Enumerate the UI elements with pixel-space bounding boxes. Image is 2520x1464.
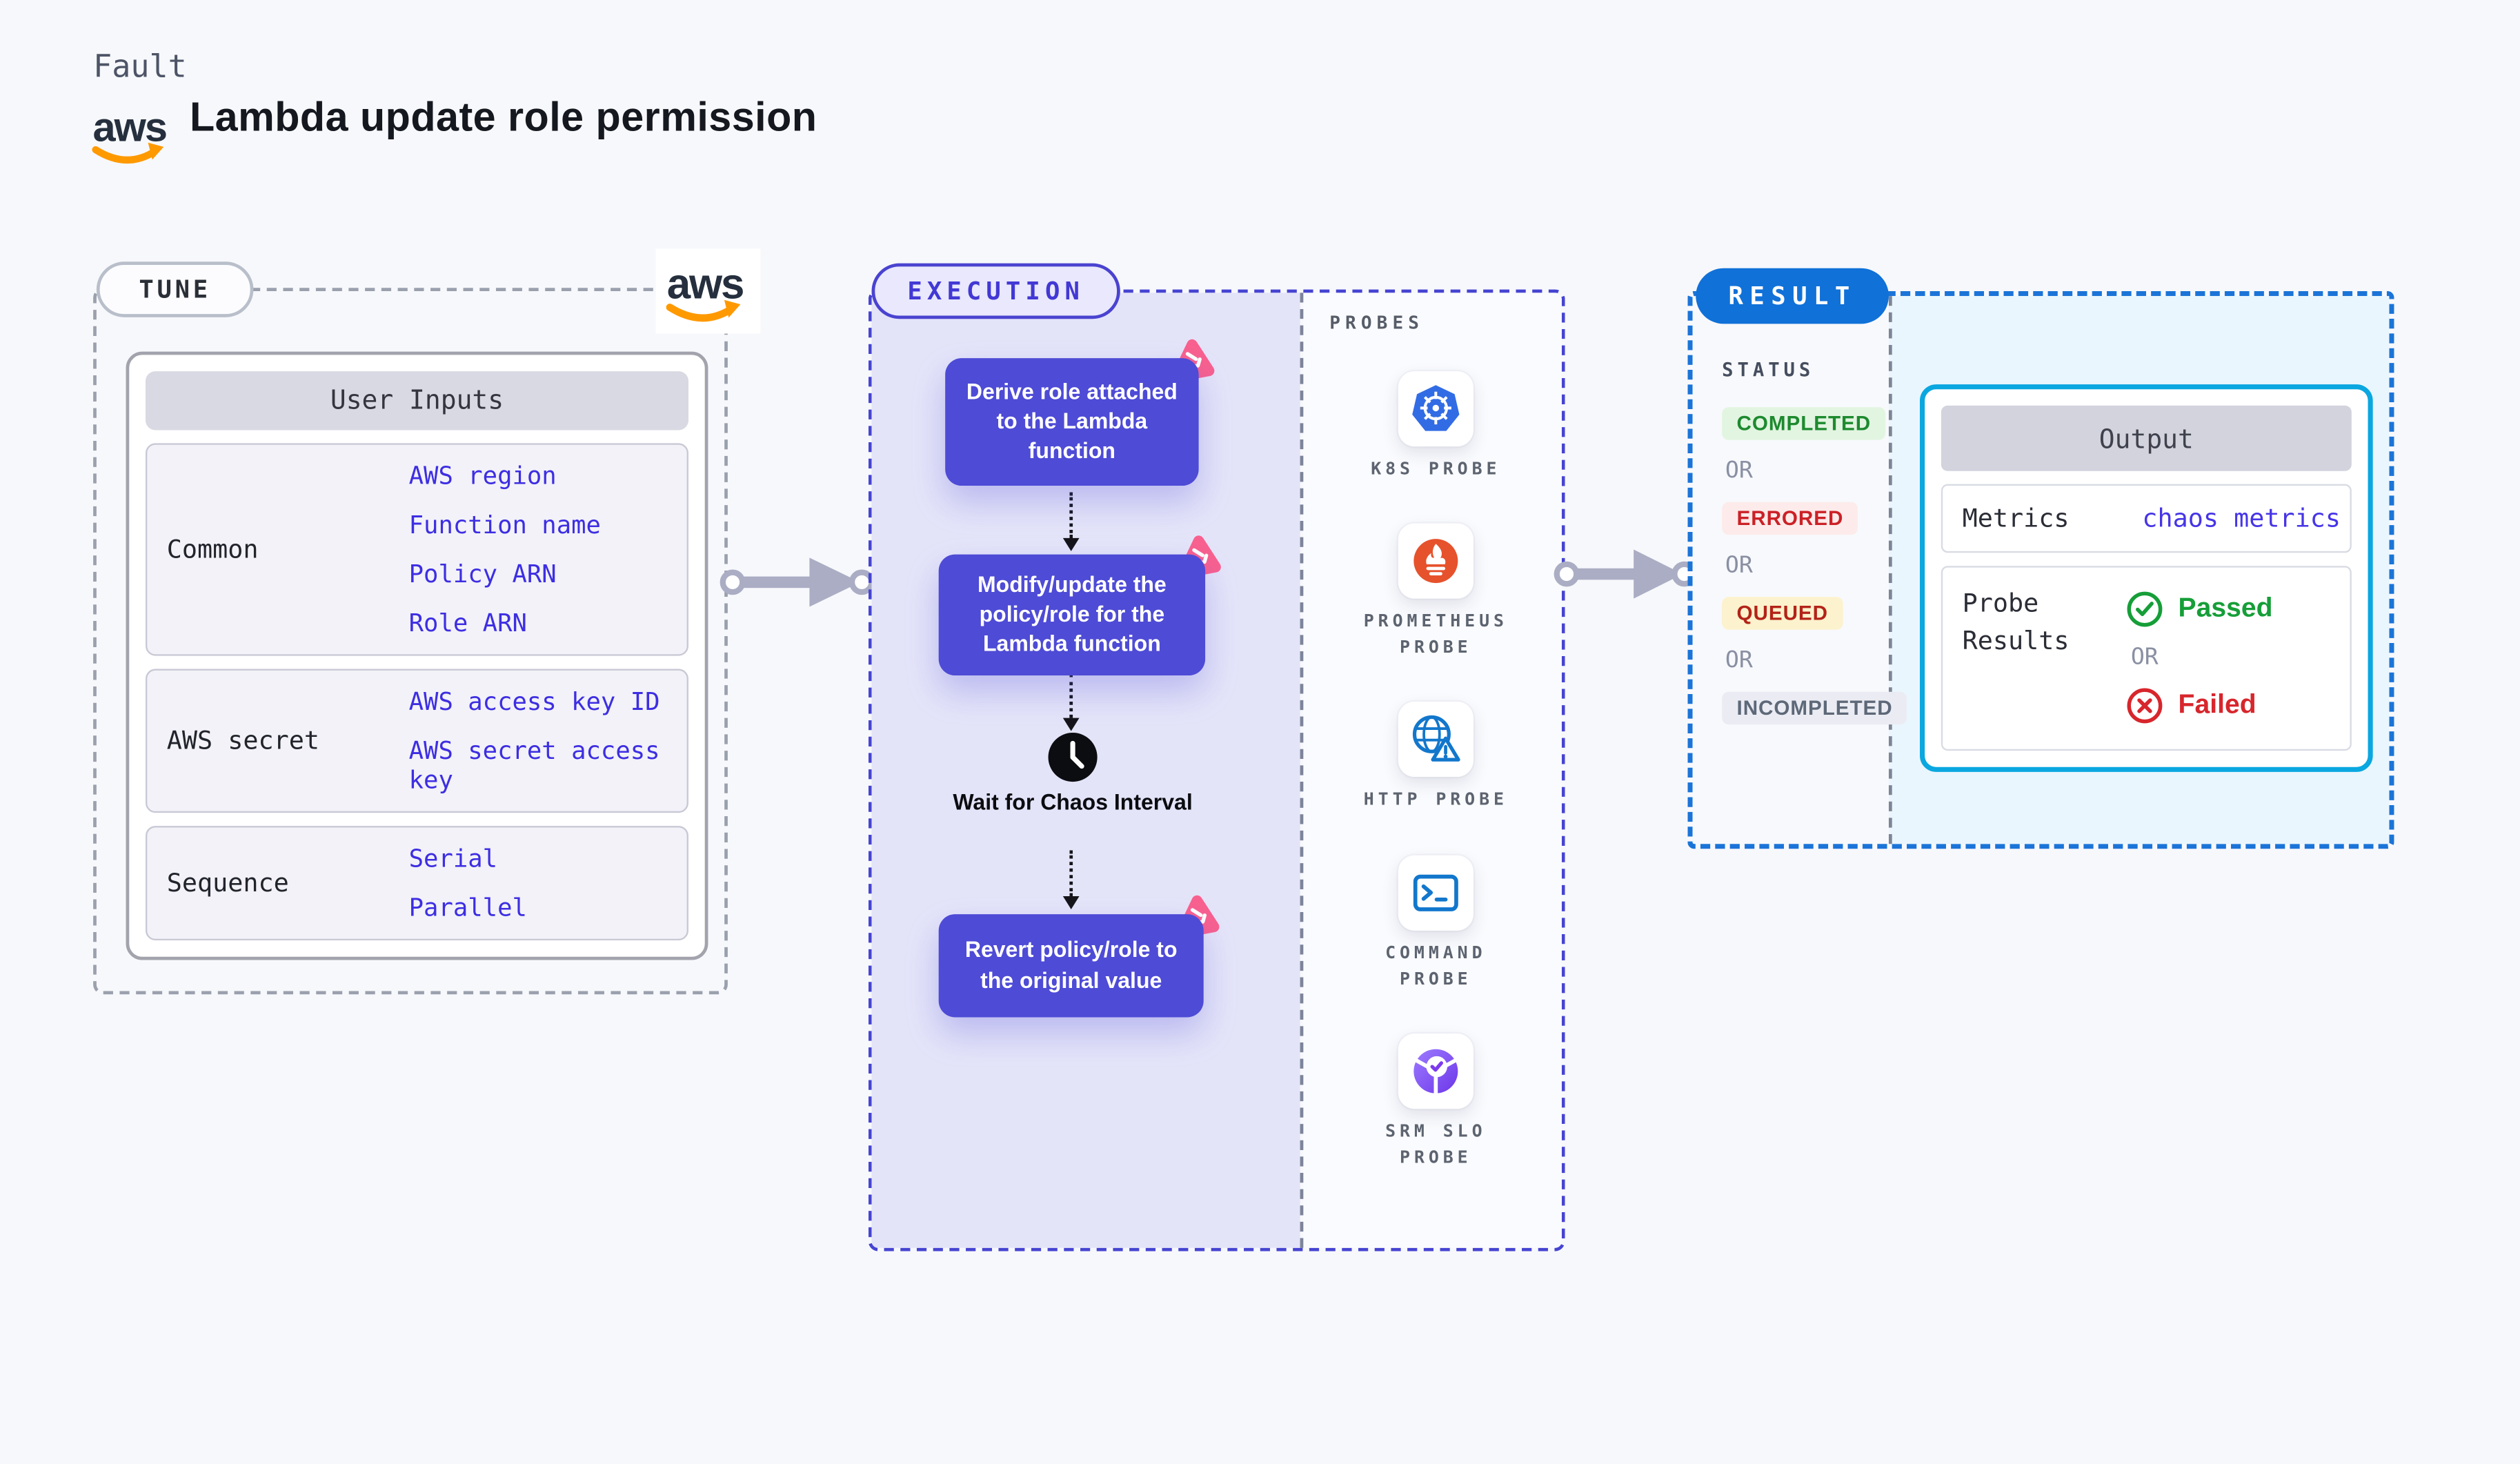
probe-results-label: Probe Results	[1962, 588, 2070, 657]
failed-result: Failed	[2126, 687, 2273, 725]
or-separator: OR	[1725, 457, 1753, 484]
http-globe-warning-icon	[1398, 701, 1474, 778]
tune-panel: TUNE aws User Inputs Common AWS region F…	[93, 248, 761, 995]
clock-icon	[1046, 731, 1099, 792]
probe-item: COMMAND PROBE	[1354, 855, 1518, 993]
table-row: Common AWS region Function name Policy A…	[145, 443, 688, 656]
probe-label: PROMETHEUS PROBE	[1363, 611, 1508, 657]
connector-line	[1069, 850, 1073, 897]
step-label: Modify/update the policy/role for the La…	[938, 554, 1206, 676]
input-link[interactable]: Policy ARN	[408, 559, 557, 589]
step-label: Derive role attached to the Lambda funct…	[945, 358, 1199, 486]
x-circle-icon	[2127, 688, 2163, 724]
connector-line	[1069, 492, 1073, 538]
metrics-row: Metrics chaos metrics	[1941, 484, 2352, 553]
probe-item: SRM SLO PROBE	[1354, 1033, 1518, 1171]
chaos-metrics-link[interactable]: chaos metrics	[2142, 504, 2341, 533]
arrow-down-icon	[1062, 537, 1080, 551]
input-link[interactable]: AWS region	[408, 461, 557, 491]
row-label: Sequence	[166, 868, 289, 898]
status-column: STATUS COMPLETED OR ERRORED OR QUEUED OR…	[1722, 358, 1907, 742]
input-link[interactable]: Role ARN	[408, 608, 527, 638]
probe-label: K8S PROBE	[1371, 459, 1501, 479]
check-circle-icon	[2127, 591, 2163, 627]
output-header: Output	[1941, 405, 2352, 471]
probe-item: PROMETHEUS PROBE	[1354, 523, 1518, 662]
result-panel: RESULT STATUS COMPLETED OR ERRORED OR QU…	[1687, 268, 2394, 849]
input-link[interactable]: Function name	[408, 510, 601, 540]
aws-wordmark: aws	[667, 261, 744, 308]
probe-results-row: Probe Results Passed OR	[1941, 566, 2352, 751]
flow-arrow-icon	[1554, 538, 1698, 618]
input-link[interactable]: AWS access key ID	[408, 686, 660, 717]
tune-badge: TUNE	[96, 261, 254, 317]
probe-label: COMMAND PROBE	[1385, 943, 1487, 989]
aws-logo-icon: aws	[90, 98, 175, 178]
wait-interval-label: Wait for Chaos Interval	[953, 789, 1193, 815]
probe-label: HTTP PROBE	[1363, 789, 1508, 810]
result-badge: RESULT	[1696, 268, 1889, 324]
metrics-label: Metrics	[1962, 504, 2070, 533]
aws-logo-icon: aws	[655, 248, 761, 334]
probe-item: K8S PROBE	[1354, 371, 1518, 484]
probes-title: PROBES	[1329, 312, 1425, 334]
step-node: Derive role attached to the Lambda funct…	[945, 339, 1215, 486]
fault-eyebrow: Fault	[93, 49, 187, 86]
output-card: Output Metrics chaos metrics Probe Resul…	[1920, 384, 2373, 772]
aws-wordmark: aws	[92, 104, 166, 150]
failed-label: Failed	[2178, 690, 2256, 720]
terminal-icon	[1398, 855, 1474, 931]
arrow-down-icon	[1062, 896, 1080, 910]
probe-label: SRM SLO PROBE	[1385, 1122, 1487, 1167]
connector-line	[1069, 673, 1073, 718]
row-label: AWS secret	[166, 726, 320, 756]
input-link[interactable]: Serial	[408, 844, 498, 873]
step-label: Revert policy/role to the original value	[938, 914, 1204, 1018]
arrow-down-icon	[1062, 718, 1080, 731]
passed-label: Passed	[2178, 593, 2273, 624]
table-row: Sequence Serial Parallel	[145, 826, 688, 941]
status-badge-incompleted: INCOMPLETED	[1722, 691, 1907, 725]
step-node: Modify/update the policy/role for the La…	[938, 535, 1221, 676]
status-badge-errored: ERRORED	[1722, 502, 1858, 535]
or-separator: OR	[2130, 644, 2159, 671]
probes-divider	[1300, 293, 1304, 1248]
user-inputs-card: User Inputs Common AWS region Function n…	[126, 351, 708, 960]
flow-arrow-icon	[720, 546, 875, 626]
prometheus-icon	[1398, 523, 1474, 599]
execution-panel: EXECUTION Derive role attached to the La…	[868, 263, 1565, 1252]
input-link[interactable]: AWS secret access key	[408, 735, 660, 795]
user-inputs-header: User Inputs	[145, 371, 688, 431]
kubernetes-icon	[1398, 371, 1474, 447]
step-node: Revert policy/role to the original value	[938, 895, 1220, 1018]
probe-item: HTTP PROBE	[1354, 701, 1518, 814]
row-label: Common	[166, 534, 259, 564]
page-title: Lambda update role permission	[189, 95, 817, 141]
execution-badge: EXECUTION	[871, 263, 1120, 319]
table-row: AWS secret AWS access key ID AWS secret …	[145, 669, 688, 813]
passed-result: Passed	[2126, 591, 2273, 629]
status-title: STATUS	[1722, 358, 1815, 382]
status-divider	[1888, 296, 1892, 844]
status-badge-completed: COMPLETED	[1722, 407, 1886, 440]
status-badge-queued: QUEUED	[1722, 597, 1843, 630]
or-separator: OR	[1725, 553, 1753, 580]
input-link[interactable]: Parallel	[408, 893, 527, 922]
srm-slo-icon	[1398, 1033, 1474, 1109]
or-separator: OR	[1725, 647, 1753, 674]
